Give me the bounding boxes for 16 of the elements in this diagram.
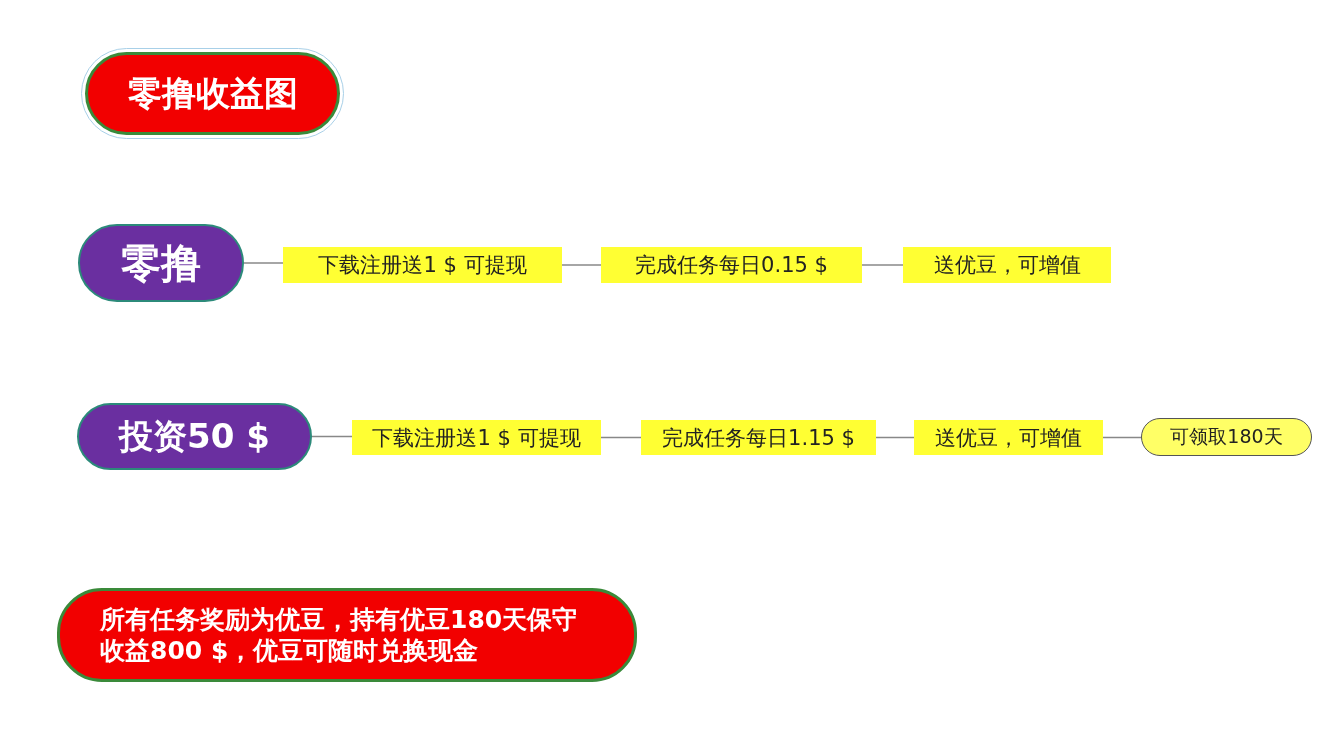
step-tag: 送优豆，可增值 [914,420,1103,455]
step-tag: 完成任务每日1.15 $ [641,420,876,455]
step-tag: 下载注册送1 $ 可提现 [352,420,601,455]
connector-line [861,264,904,266]
connector-line [600,436,642,439]
category-pill: 零撸 [78,224,244,302]
step-tag: 送优豆，可增值 [903,247,1111,283]
connector-line [243,262,284,264]
step-tag: 下载注册送1 $ 可提现 [283,247,562,283]
connector-line [1102,436,1142,439]
category-pill: 投资50 $ [77,403,312,470]
connector-line [311,435,353,438]
connector-line [875,436,915,439]
connector-line [561,264,602,266]
step-tag: 完成任务每日0.15 $ [601,247,862,283]
summary-pill: 所有任务奖励为优豆，持有优豆180天保守收益800 $，优豆可随时兑换现金 [57,588,637,682]
